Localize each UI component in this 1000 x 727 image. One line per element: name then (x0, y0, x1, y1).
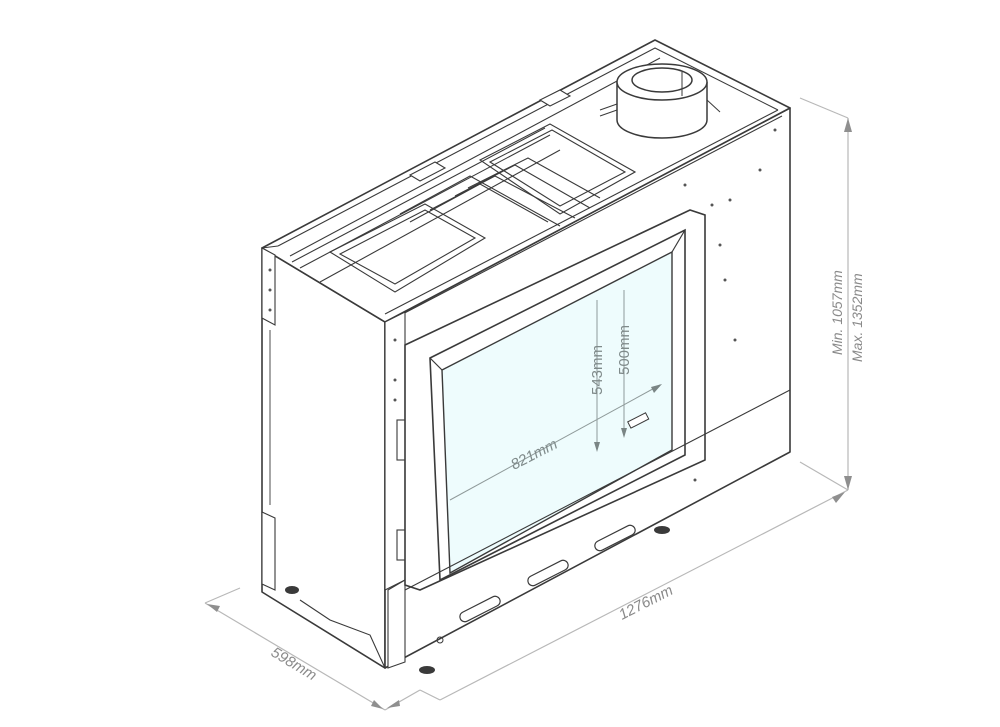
glass-dimension-lines (449, 290, 661, 501)
flue-collar (599, 63, 721, 139)
height-max-label: Max. 1352mm (849, 273, 865, 362)
width-label: 1276mm (616, 582, 676, 624)
screw-dots (268, 128, 777, 644)
glass-dimension-arrows (594, 384, 662, 452)
bottom-rail (404, 389, 791, 591)
height-min-label: Min. 1057mm (829, 270, 845, 355)
glass-height-outer-label: 543mm (589, 345, 606, 395)
glass-height-inner-label: 500mm (616, 325, 633, 375)
dimension-lines (204, 97, 849, 711)
adjustable-feet (285, 526, 670, 674)
side-panel-details (261, 247, 408, 669)
dimension-arrows (207, 118, 852, 709)
glass-panel (429, 229, 686, 575)
top-frame (261, 47, 783, 319)
depth-label: 598mm (268, 644, 320, 684)
vent-slots (459, 524, 636, 623)
